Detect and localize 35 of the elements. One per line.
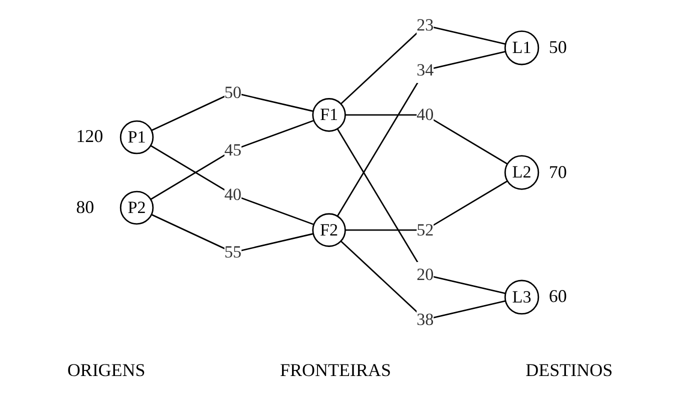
column-label: ORIGENS [67, 360, 146, 381]
connector [346, 180, 508, 231]
node-circle: L3 [504, 280, 540, 315]
connector [346, 114, 508, 165]
edge-label: 55 [224, 242, 242, 262]
connector [150, 144, 315, 226]
edge-label: 52 [417, 220, 434, 240]
node-circle: F2 [312, 213, 346, 247]
node-circle: P2 [120, 190, 154, 225]
edge-label: 38 [417, 310, 434, 329]
edge-label: 45 [224, 140, 242, 160]
edge-label: 40 [224, 184, 242, 204]
node-circle: L2 [504, 155, 540, 190]
connector [337, 50, 506, 217]
connector [152, 92, 314, 132]
connector [150, 120, 315, 200]
quantity-value: 60 [548, 286, 567, 308]
node-circle: P1 [120, 120, 154, 154]
edge-label: 20 [417, 264, 434, 284]
edge-label: 40 [417, 104, 434, 124]
connector [337, 128, 506, 294]
column-label: FRONTEIRAS [280, 360, 391, 381]
connector [340, 24, 506, 104]
quantity-value: 120 [76, 126, 104, 148]
node-circle: L1 [504, 30, 540, 66]
edge-label: 23 [417, 15, 434, 34]
quantity-value: 50 [548, 36, 567, 58]
quantity-value: 80 [76, 196, 94, 218]
edge-label: 34 [417, 60, 434, 80]
node-circle: F1 [312, 98, 346, 132]
connector [340, 240, 506, 320]
edge-label: 50 [224, 82, 242, 102]
column-label: DESTINOS [526, 360, 613, 381]
connector [152, 214, 314, 254]
quantity-value: 70 [548, 162, 567, 182]
